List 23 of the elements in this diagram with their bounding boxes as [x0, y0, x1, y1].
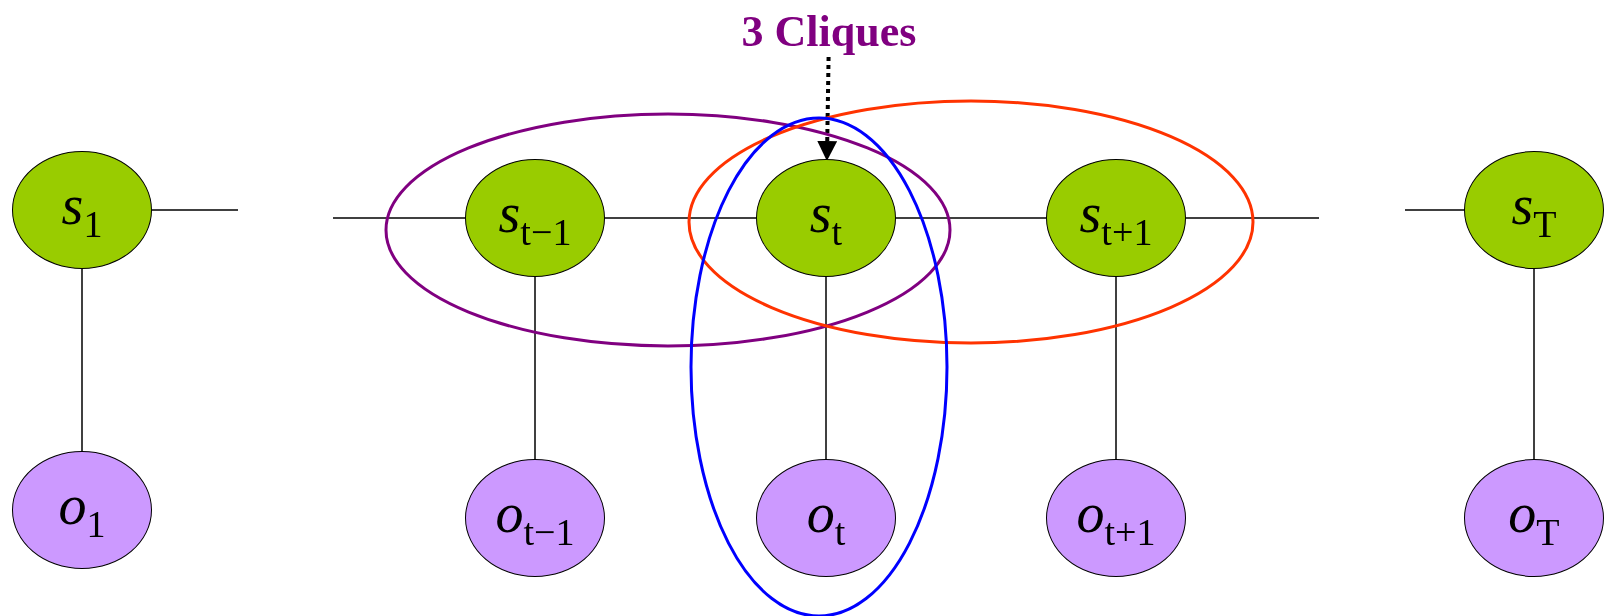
- node-label: o$_{T}$: [1508, 484, 1560, 552]
- connector-line: [151, 209, 239, 211]
- node-label: o$_{1}$: [58, 476, 106, 544]
- connector-line: [534, 276, 536, 460]
- annotation-text: 3 Cliques: [709, 5, 949, 57]
- connector-line: [1533, 268, 1535, 460]
- arrow: [817, 56, 838, 161]
- node-label: o$_{t−1}$: [495, 484, 575, 552]
- node-label: s$_{t+1}$: [1079, 184, 1153, 252]
- node-label: s$_{t}$: [809, 184, 843, 252]
- node-label: s$_{t−1}$: [498, 184, 572, 252]
- connector-line: [332, 217, 466, 219]
- connector-line: [895, 217, 1047, 219]
- connector-line: [1404, 209, 1465, 211]
- node-label: o$_{t+1}$: [1076, 484, 1156, 552]
- connector-line: [81, 268, 83, 452]
- connector-line: [604, 217, 757, 219]
- node-label: s$_{T}$: [1511, 176, 1557, 244]
- connector-line: [825, 276, 827, 460]
- node-label: s$_{1}$: [61, 176, 103, 244]
- connector-line: [1185, 217, 1320, 219]
- node-label: o$_{t}$: [806, 484, 846, 552]
- connector-line: [1115, 276, 1117, 460]
